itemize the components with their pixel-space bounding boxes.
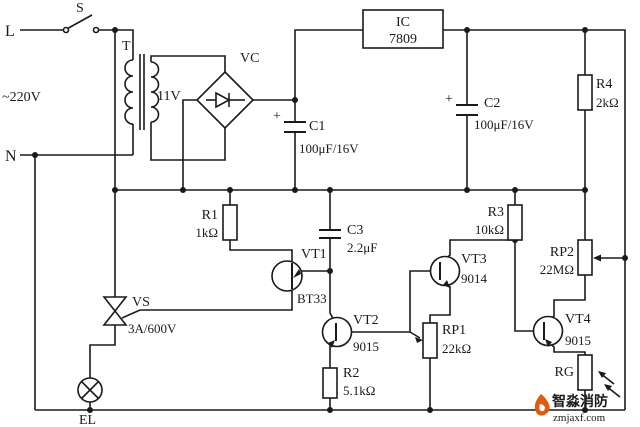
neutral-terminal-label: N — [5, 148, 17, 165]
r1-value: 1kΩ — [195, 225, 218, 240]
transistor-vt2: VT2 9015 — [321, 313, 379, 354]
triac-vs: VS 3A/600V — [102, 295, 177, 336]
bridge-rectifier-vc: VC — [195, 51, 259, 130]
c3-value: 2.2μF — [347, 240, 377, 255]
mains-voltage-label: ~220V — [2, 90, 41, 105]
junction-dots — [32, 27, 628, 413]
c1-label: C1 — [309, 119, 325, 134]
potentiometer-rp2: RP2 22MΩ — [540, 239, 601, 277]
potentiometer-rp1: RP1 22kΩ — [415, 322, 471, 359]
lamp-label: EL — [79, 413, 96, 427]
vt2-label: VT2 — [353, 313, 379, 328]
bridge-label: VC — [240, 51, 259, 66]
c2-label: C2 — [484, 96, 500, 111]
transistor-vt3: VT3 9014 — [429, 252, 488, 288]
r4-label: R4 — [596, 77, 612, 92]
r1-label: R1 — [202, 208, 218, 223]
c2-polarity: + — [445, 92, 453, 107]
c3-label: C3 — [347, 223, 363, 238]
capacitor-c3: C3 2.2μF — [319, 223, 377, 255]
c2-value: 100μF/16V — [474, 117, 534, 132]
r4-value: 2kΩ — [596, 95, 619, 110]
rp1-value: 22kΩ — [442, 341, 471, 356]
r2-label: R2 — [343, 366, 359, 381]
wires — [20, 29, 626, 411]
transistor-vt4: VT4 9015 — [532, 312, 591, 348]
vt3-label: VT3 — [461, 252, 487, 267]
switch-label: S — [76, 1, 84, 16]
rg-label: RG — [555, 365, 574, 380]
light-arrow-icon — [598, 371, 606, 378]
photoresistor-rg: RG — [555, 354, 621, 398]
vt1-value: BT33 — [297, 291, 327, 306]
vt4-value: 9015 — [565, 333, 591, 348]
flame-logo-inner — [539, 404, 545, 412]
resistor-r2: R2 5.1kΩ — [322, 366, 375, 399]
watermark-site: zmjaxf.com — [553, 412, 606, 424]
triac-value: 3A/600V — [128, 321, 177, 336]
regulator-ic7809: IC 7809 — [362, 9, 444, 49]
light-arrow-icon — [604, 384, 612, 391]
vt4-label: VT4 — [565, 312, 591, 327]
capacitor-c2: + C2 100μF/16V — [445, 92, 534, 132]
vt1-emitter-arrow-icon — [293, 269, 301, 278]
triac-label: VS — [132, 295, 150, 310]
mains-terminals: L N ~220V — [2, 23, 41, 165]
transformer-t: T 11V — [122, 39, 181, 130]
rp1-wiper-arrow-icon — [415, 337, 423, 343]
resistor-r4: R4 2kΩ — [577, 74, 619, 111]
vt3-value: 9014 — [461, 271, 488, 286]
secondary-voltage-label: 11V — [157, 89, 181, 104]
lamp-el: EL — [77, 377, 103, 427]
switch-s: S — [62, 1, 100, 34]
rp1-label: RP1 — [442, 323, 466, 338]
c1-value: 100μF/16V — [299, 141, 359, 156]
r3-label: R3 — [488, 205, 504, 220]
r2-value: 5.1kΩ — [343, 383, 375, 398]
vt2-emitter-arrow-icon — [328, 340, 335, 348]
vt2-value: 9015 — [353, 339, 379, 354]
diode-icon — [215, 91, 231, 109]
rp2-label: RP2 — [550, 245, 574, 260]
transformer-label: T — [122, 39, 131, 54]
vt3-emitter-arrow-icon — [443, 280, 450, 288]
vt4-emitter-arrow-icon — [545, 339, 552, 347]
regulator-label-line1: IC — [396, 15, 410, 30]
capacitor-c1: + C1 100μF/16V — [273, 109, 359, 156]
watermark-name: 智淼消防 — [551, 393, 608, 410]
resistor-r3: R3 10kΩ — [475, 204, 523, 241]
transistor-vt1-ujt: VT1 BT33 — [271, 247, 327, 306]
vt1-label: VT1 — [301, 247, 327, 262]
rp2-wiper-arrow-icon — [593, 254, 601, 262]
rp2-value: 22MΩ — [540, 262, 574, 277]
watermark: 智淼消防 zmjaxf.com — [534, 393, 608, 424]
regulator-label-line2: 7809 — [389, 32, 417, 47]
live-terminal-label: L — [5, 23, 15, 40]
c1-polarity: + — [273, 109, 281, 124]
resistor-r1: R1 1kΩ — [195, 204, 238, 241]
r3-value: 10kΩ — [475, 222, 504, 237]
